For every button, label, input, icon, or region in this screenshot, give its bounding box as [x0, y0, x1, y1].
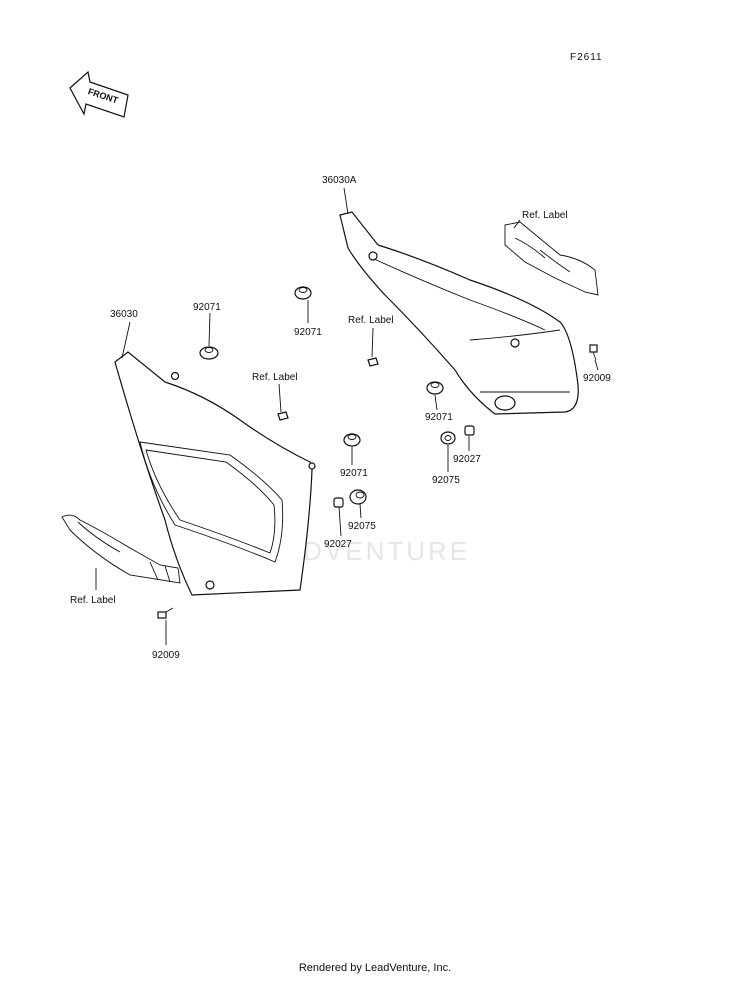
footer-credit: Rendered by LeadVenture, Inc.: [298, 962, 452, 974]
label-36030A: 36030A: [322, 175, 357, 186]
label-92071-center: 92071: [340, 468, 368, 479]
bolt-right-icon: [589, 344, 598, 361]
leader-bolt-right: [594, 359, 599, 371]
ref-label-pad-center: [367, 357, 379, 367]
label-92009-left: 92009: [152, 650, 180, 661]
grommet-upper-left: [199, 346, 219, 360]
emblem-left-icon: [61, 514, 181, 584]
label-ref-emblem-left: Ref. Label: [70, 595, 116, 606]
label-ref-center: Ref. Label: [348, 315, 394, 326]
label-36030: 36030: [110, 309, 138, 320]
figure-code: F2611: [570, 52, 603, 63]
label-92071-right: 92071: [425, 412, 453, 423]
front-arrow-icon: FRONT: [69, 70, 129, 118]
grommet-right: [426, 381, 444, 395]
leader-ref-emblem-right: [513, 219, 521, 229]
leader-ref-center: [371, 327, 374, 358]
grommet-upper-mid: [294, 286, 312, 300]
leader-bush-center: [359, 503, 362, 519]
label-92071-upper-mid: 92071: [294, 327, 322, 338]
label-92071-upper-left: 92071: [193, 302, 221, 313]
leader-grommet-upper-left: [208, 312, 211, 347]
collar-center: [333, 497, 344, 508]
bush-right: [440, 431, 456, 445]
leader-grommet-right: [434, 394, 438, 411]
side-cover-left: [114, 351, 316, 596]
grommet-center: [343, 433, 361, 447]
label-92027-right: 92027: [453, 454, 481, 465]
label-92075-right: 92075: [432, 475, 460, 486]
ref-label-pad-left: [277, 411, 289, 421]
label-92027-center: 92027: [324, 539, 352, 550]
leader-collar-center: [338, 506, 342, 537]
leader-cover-right: [343, 187, 349, 215]
emblem-right-icon: [504, 221, 599, 296]
label-ref-emblem-right: Ref. Label: [522, 210, 568, 221]
label-92075-center: 92075: [348, 521, 376, 532]
side-cover-right: [339, 211, 579, 415]
label-ref-left: Ref. Label: [252, 372, 298, 383]
label-92009-right: 92009: [583, 373, 611, 384]
leader-ref-left: [278, 383, 282, 413]
leader-cover-left: [121, 321, 131, 359]
bush-center: [349, 489, 367, 505]
collar-right: [464, 425, 475, 436]
bolt-left-icon: [157, 607, 174, 619]
